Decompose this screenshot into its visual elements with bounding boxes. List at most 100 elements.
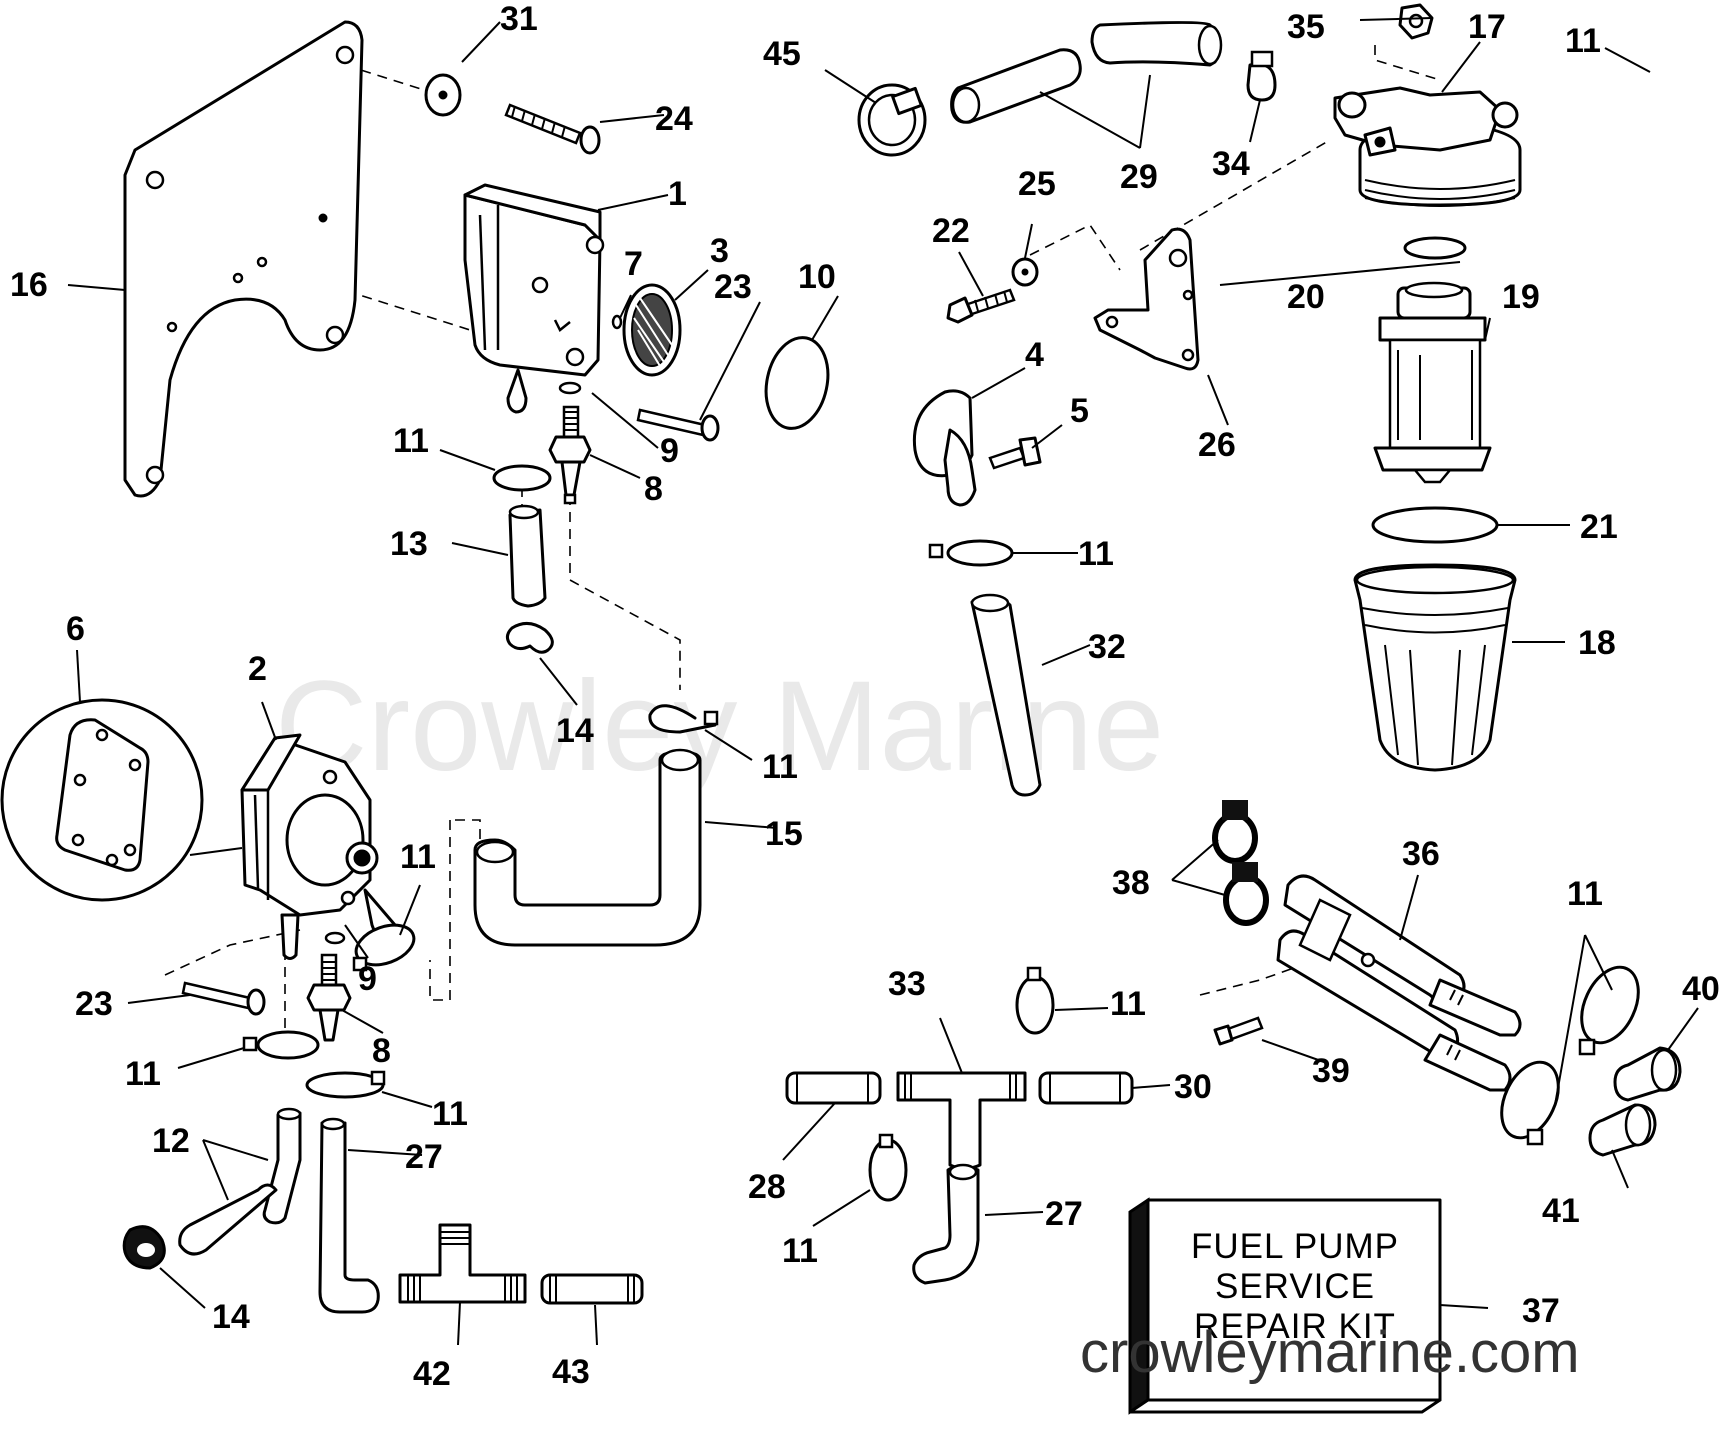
washer-25 (1011, 257, 1039, 287)
callout-42: 42 (413, 1355, 451, 1393)
worm-gear-clamp (857, 83, 927, 157)
callout-14-lower: 14 (212, 1298, 250, 1336)
callout-15: 15 (765, 815, 803, 853)
sleeve-30 (1038, 1071, 1134, 1105)
callout-labels: 31 24 16 1 7 3 23 10 11 9 8 13 14 11 15 … (10, 0, 1720, 1393)
sleeve-lower (540, 1273, 644, 1305)
sleeve-40 (1613, 1046, 1682, 1102)
callout-38: 38 (1112, 864, 1150, 902)
callout-23-upper: 23 (714, 268, 752, 306)
callout-11-g: 11 (1078, 535, 1114, 573)
callout-19: 19 (1502, 278, 1540, 316)
callout-6: 6 (66, 610, 85, 648)
callout-16: 16 (10, 266, 48, 304)
callout-9-upper: 9 (660, 432, 679, 470)
callout-11-e: 11 (432, 1095, 468, 1133)
callout-4: 4 (1025, 336, 1044, 374)
callout-14-upper: 14 (556, 712, 594, 750)
hose-clamp-a (492, 464, 552, 492)
callout-11-f: 11 (1565, 22, 1601, 60)
elbow-hose-right (912, 1163, 980, 1285)
kit-label-line2: SERVICE (1215, 1267, 1375, 1306)
callout-40: 40 (1682, 970, 1720, 1008)
gasket-detail (0, 698, 204, 902)
fitting-lower (306, 953, 352, 1042)
fuel-hose-assembly (1276, 874, 1522, 1092)
tee-fitting-lower (398, 1223, 527, 1304)
hose-clamp-c (352, 923, 416, 972)
callout-36: 36 (1402, 835, 1440, 873)
short-hose (508, 504, 547, 608)
callout-31: 31 (500, 0, 538, 38)
filter-head (1333, 86, 1522, 207)
hose-clamp-j (868, 1133, 908, 1202)
callout-11-j: 11 (782, 1232, 818, 1270)
u-shaped-hose (473, 748, 702, 947)
callout-43: 43 (552, 1353, 590, 1391)
pump-screw-upper (636, 408, 720, 442)
callout-2: 2 (248, 650, 267, 688)
callout-39: 39 (1312, 1052, 1350, 1090)
callout-5: 5 (1070, 392, 1089, 430)
callout-11-c: 11 (400, 838, 436, 876)
filter-screen (622, 283, 682, 377)
callout-11-d: 11 (125, 1055, 161, 1093)
hose-clamp-b (648, 704, 719, 734)
callout-25: 25 (1018, 165, 1056, 203)
callout-27-left: 27 (405, 1138, 443, 1176)
hose-clip-lower (122, 1225, 166, 1270)
hose-clamp-h (1500, 1060, 1560, 1146)
fuel-pump-upper (463, 183, 605, 414)
callout-45: 45 (763, 35, 801, 73)
hose-clamp-e (305, 1070, 386, 1099)
callout-1: 1 (668, 175, 687, 213)
callout-10: 10 (798, 258, 836, 296)
callout-21: 21 (1580, 508, 1618, 546)
fuel-pump-lower (189, 733, 397, 960)
callout-26: 26 (1198, 426, 1236, 464)
callout-7: 7 (624, 245, 643, 283)
callout-8-upper: 8 (644, 470, 663, 508)
fuel-hoses (950, 21, 1223, 124)
mounting-screw (504, 103, 601, 155)
leader-lines (67, 17, 1699, 1346)
callout-11-a: 11 (393, 422, 429, 460)
callout-41: 41 (1542, 1192, 1580, 1230)
filter-element (1373, 281, 1492, 484)
fuel-pickup-cap (912, 389, 977, 507)
pump-screw-lower (181, 981, 266, 1016)
site-url: crowleymarine.com (1080, 1320, 1580, 1385)
elbow-hose-left (318, 1117, 380, 1314)
callout-23-lower: 23 (75, 985, 113, 1023)
hose-clamp-i (1015, 966, 1055, 1035)
repair-kit-box: FUEL PUMP SERVICE REPAIR KIT (1128, 1197, 1442, 1415)
sleeve-41 (1588, 1103, 1657, 1157)
fitting-o-ring-upper (558, 381, 582, 395)
filter-bracket (1093, 227, 1200, 371)
sleeve-28 (785, 1071, 882, 1105)
hose-clamp-34 (1246, 50, 1277, 102)
hose-clip-upper (505, 622, 554, 654)
callout-24: 24 (655, 100, 693, 138)
callout-27-right: 27 (1045, 1195, 1083, 1233)
tee-fitting-33 (896, 1071, 1027, 1170)
fitting-o-ring-lower (324, 931, 346, 945)
callout-22: 22 (932, 212, 970, 250)
filter-bowl (1353, 563, 1517, 772)
kit-label-line3: REPAIR KIT (1194, 1307, 1396, 1346)
callout-20: 20 (1287, 278, 1325, 316)
callout-18: 18 (1578, 624, 1616, 662)
o-ring-large (764, 336, 830, 430)
callout-34: 34 (1212, 145, 1250, 183)
callout-29: 29 (1120, 158, 1158, 196)
callout-28: 28 (748, 1168, 786, 1206)
nut (1398, 3, 1434, 40)
callout-8-lower: 8 (372, 1032, 391, 1070)
callout-37: 37 (1522, 1292, 1560, 1330)
fuel-line-hose (970, 593, 1042, 797)
mounting-plate (123, 20, 364, 498)
cap-screw (988, 436, 1042, 470)
callout-11-i: 11 (1110, 985, 1146, 1023)
o-ring-21 (1371, 506, 1499, 544)
